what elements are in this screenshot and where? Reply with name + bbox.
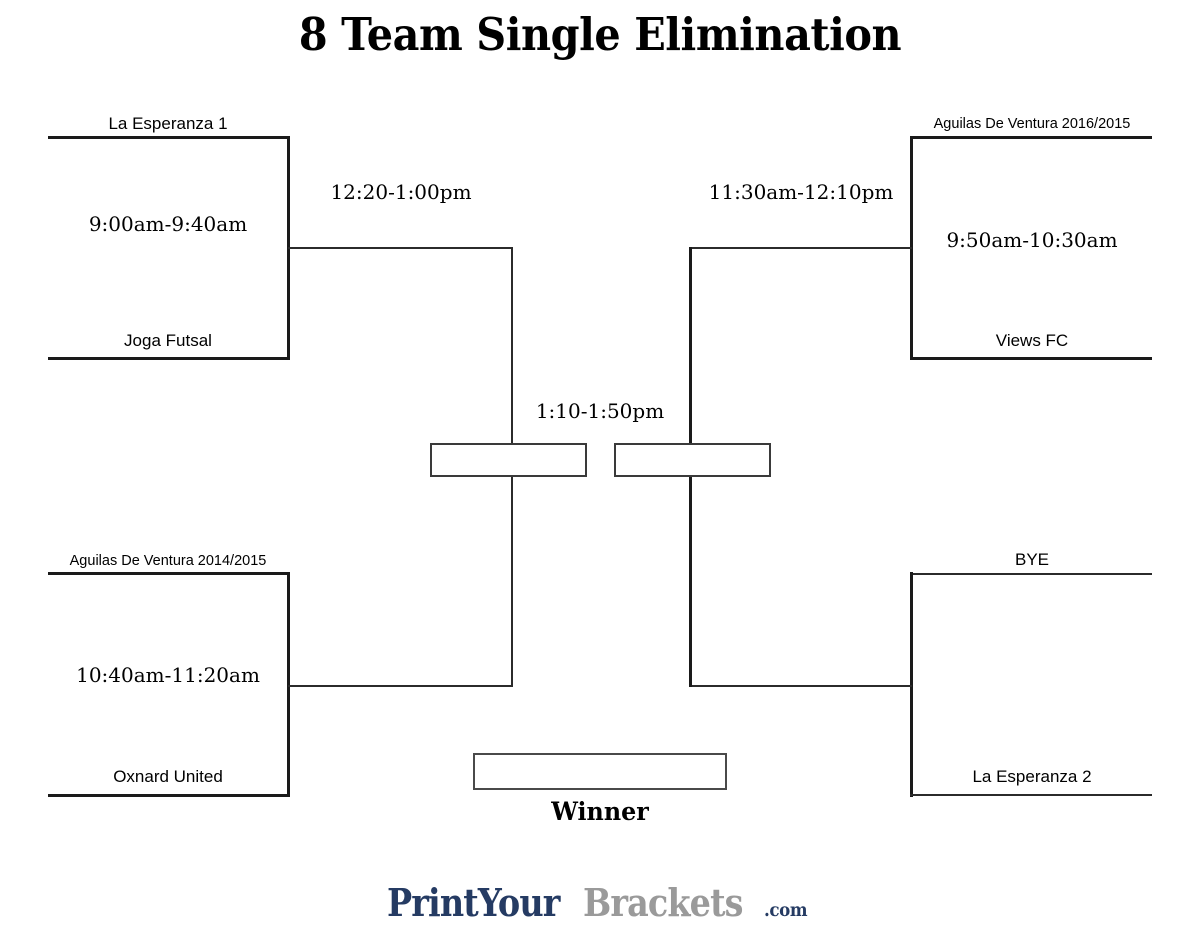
match3-bottom-line: [910, 357, 1152, 360]
match2-top-line: [48, 572, 290, 575]
team-slot-joga-futsal[interactable]: Joga Futsal: [124, 331, 212, 350]
match3-top-line: [910, 136, 1152, 139]
match3-time: 9:50am-10:30am: [946, 228, 1118, 252]
team-slot-la-esperanza-2[interactable]: La Esperanza 2: [972, 767, 1092, 786]
page-title: 8 Team Single Elimination: [298, 8, 902, 61]
semifinal-right-bottom-line: [690, 685, 912, 687]
logo-printyour-text: PrintYour: [386, 880, 560, 925]
team-slot-oxnard-united[interactable]: Oxnard United: [113, 767, 223, 786]
team-slot-la-esperanza-1[interactable]: La Esperanza 1: [108, 114, 228, 133]
final-right-slot[interactable]: [614, 443, 771, 477]
match4-left-connector: [910, 572, 913, 797]
team-slot-aguilas-2014-2015[interactable]: Aguilas De Ventura 2014/2015: [69, 553, 267, 569]
match1-bottom-line: [48, 357, 290, 360]
team-slot-aguilas-2016-2015[interactable]: Aguilas De Ventura 2016/2015: [933, 116, 1131, 132]
winner-slot[interactable]: [473, 753, 727, 790]
team-slot-views-fc[interactable]: Views FC: [995, 331, 1069, 350]
semifinal-left-time: 12:20-1:00pm: [330, 180, 472, 204]
logo-brackets-text: Brackets: [582, 880, 743, 925]
final-time: 1:10-1:50pm: [535, 399, 665, 423]
match1-top-line: [48, 136, 290, 139]
team-slot-bye[interactable]: BYE: [1014, 550, 1050, 569]
final-left-slot[interactable]: [430, 443, 587, 477]
semifinal-right-top-line: [690, 247, 912, 249]
semifinal-left-top-line: [288, 247, 513, 249]
match4-top-line: [910, 573, 1152, 575]
semifinal-right-time: 11:30am-12:10pm: [708, 180, 894, 204]
match2-time: 10:40am-11:20am: [76, 663, 260, 687]
logo-tld-text: .com: [764, 899, 808, 921]
winner-label: Winner: [551, 797, 649, 826]
match2-right-connector: [287, 572, 290, 797]
match1-time: 9:00am-9:40am: [88, 212, 248, 236]
match2-bottom-line: [48, 794, 290, 797]
semifinal-left-bottom-line: [288, 685, 513, 687]
match4-bottom-line: [910, 794, 1152, 796]
site-logo[interactable]: PrintYour Brackets .com: [0, 880, 1200, 925]
